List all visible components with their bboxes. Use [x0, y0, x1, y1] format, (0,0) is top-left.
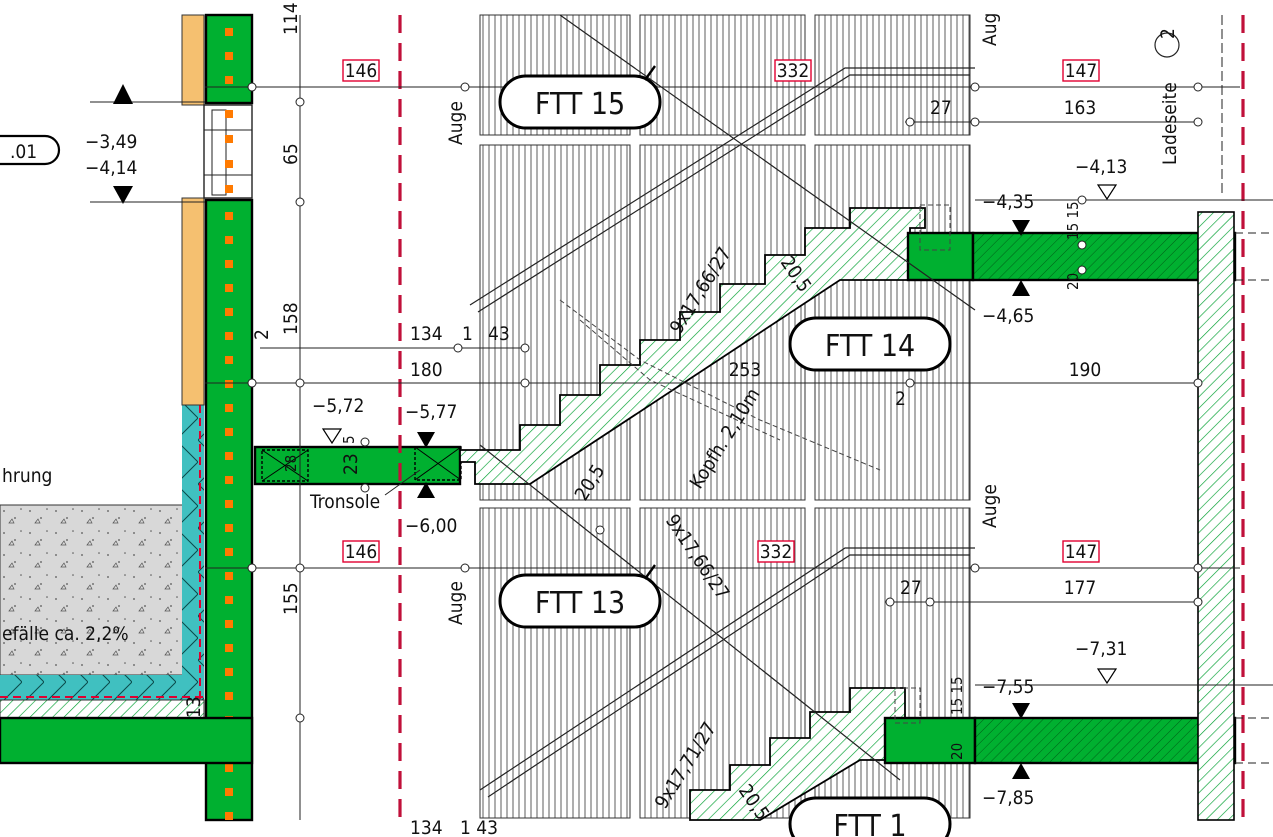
dim-13: 13	[183, 696, 205, 718]
tronsole-leader	[384, 469, 421, 496]
level-minus-7-85: −7,85	[982, 787, 1034, 809]
handrails	[469, 14, 976, 798]
red-boxes	[342, 59, 1100, 563]
dim-27-bot: 27	[900, 577, 922, 599]
dim-332-top: 332	[777, 60, 810, 82]
level-minus-4-14: −4,14	[85, 157, 137, 179]
dim-163: 163	[1064, 97, 1097, 119]
level-minus-5-77: −5,77	[405, 401, 457, 423]
room-tag-text: .01	[10, 141, 37, 163]
dim-158: 158	[280, 302, 302, 335]
facade-insulation	[181, 14, 205, 406]
floor-build-up	[0, 405, 205, 719]
dim-143-bot: 1 43	[460, 817, 498, 837]
level-minus-4-35: −4,35	[982, 191, 1034, 213]
slope-note: efälle ca. 2,2%	[2, 623, 129, 645]
auge-label-3: Auge	[445, 581, 467, 625]
level-minus-7-55: −7,55	[982, 676, 1034, 698]
dim-23: 23	[340, 453, 362, 475]
dimension-ticks	[247, 82, 1203, 723]
level-minus-4-13: −4,13	[1075, 156, 1127, 178]
dim-2-left: 2	[251, 329, 273, 340]
ftt13-tag: FTT 13	[498, 564, 662, 629]
level-minus-3-49: −3,49	[85, 131, 137, 153]
level-markers	[113, 84, 1030, 779]
stair-flight-ftt14	[459, 207, 926, 485]
dim-1: 1	[462, 323, 473, 345]
ftt15-tag: FTT 15	[498, 65, 662, 130]
dim-20-top: 20	[1064, 273, 1082, 290]
auge-label-1: Auge	[445, 101, 467, 145]
dim-253: 253	[729, 359, 762, 381]
right-slabs	[883, 211, 1237, 821]
ftt14-tag: FTT 14	[788, 316, 952, 372]
ftt-bottom-tag: FTT 1	[788, 796, 952, 837]
right-edge-lines	[1235, 232, 1273, 764]
floor-slab-left	[0, 716, 254, 765]
dim-146-bot: 146	[345, 541, 378, 563]
dim-27-top: 27	[930, 97, 952, 119]
dim-147-top: 147	[1065, 60, 1098, 82]
dim-147-bot: 147	[1065, 541, 1098, 563]
dim-155: 155	[280, 582, 302, 615]
ladeseite-circle	[1154, 32, 1180, 58]
dim-20-bot: 20	[948, 743, 966, 760]
level-minus-4-65: −4,65	[982, 305, 1034, 327]
left-note-rung: hrung	[2, 465, 52, 487]
dim-332-bot: 332	[760, 541, 793, 563]
dim-43: 43	[488, 323, 510, 345]
dim-146-top: 146	[345, 60, 378, 82]
dim-134: 134	[410, 323, 443, 345]
ladeseite-label: Ladeseite	[1159, 82, 1181, 165]
room-tag	[0, 134, 61, 166]
ladeseite-number: 2	[1157, 28, 1179, 39]
auge-label-2: Auge	[979, 484, 1001, 528]
ftt15-label: FTT 15	[535, 87, 625, 122]
window-element	[203, 104, 253, 199]
axis-lines	[398, 15, 1245, 820]
dim-28: 28	[282, 455, 300, 472]
auge-label-top: Aug	[979, 13, 1001, 46]
level-minus-5-72: −5,72	[312, 395, 364, 417]
dim-114: 114	[280, 2, 302, 35]
dim-2-right: 2	[895, 388, 906, 410]
dim-15-top: 15 15	[1064, 201, 1082, 240]
level-markers-open	[321, 184, 1118, 685]
dim-65: 65	[280, 143, 302, 165]
hidden-lines	[559, 204, 951, 724]
level-minus-6-00: −6,00	[405, 515, 457, 537]
dim-190: 190	[1069, 359, 1102, 381]
dimension-lines	[90, 15, 1273, 820]
dim-15-bot: 15 15	[948, 676, 966, 715]
dim-134-bot: 134	[410, 817, 443, 837]
ftt-bottom-label: FTT 1	[833, 809, 906, 837]
exterior-wall	[204, 13, 254, 822]
tronsole-label: Tronsole	[309, 491, 380, 513]
ftt13-label: FTT 13	[535, 586, 625, 621]
dim-177: 177	[1064, 577, 1097, 599]
ftt14-label: FTT 14	[825, 329, 915, 364]
dim-180: 180	[410, 359, 443, 381]
stair-flight-ftt13	[689, 687, 906, 821]
dim-5: 5	[340, 435, 358, 444]
level-minus-7-31: −7,31	[1075, 638, 1127, 660]
landing-slab	[253, 445, 462, 486]
